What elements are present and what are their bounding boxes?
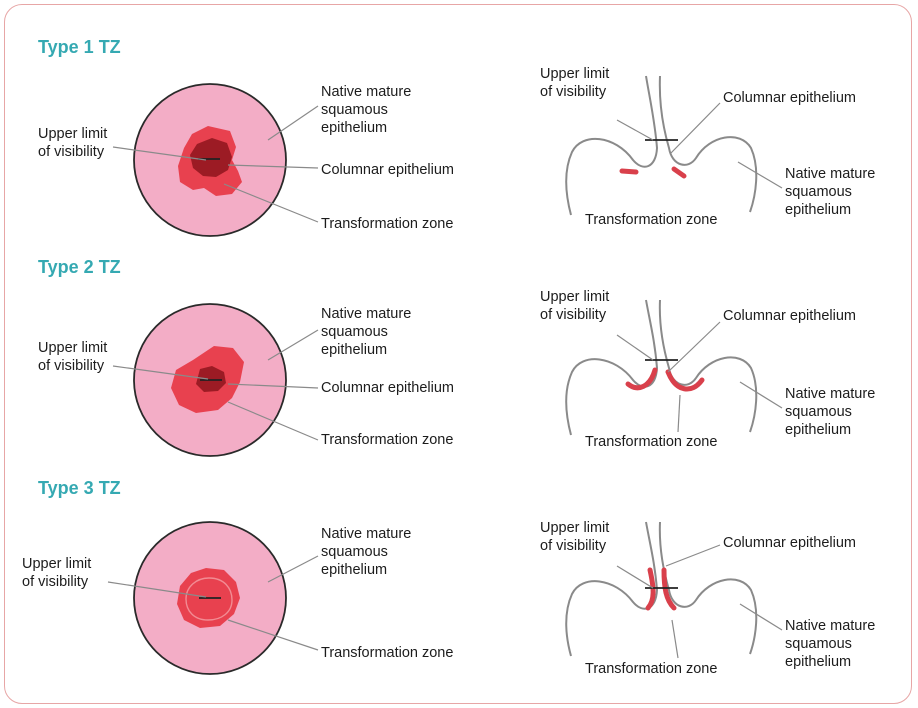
label-transformation-zone: Transformation zone [321,216,453,232]
cervix-face-view [134,84,286,236]
label-columnar-epithelium: Columnar epithelium [723,308,856,324]
leader-line [617,120,653,140]
panel-title: Type 1 TZ [38,37,121,57]
label-upper-limit: Upper limit of visibility [540,520,613,554]
label-transformation-zone: Transformation zone [321,432,453,448]
label-columnar-epithelium: Columnar epithelium [321,162,454,178]
leader-line [670,103,720,154]
cervix-face-view [134,304,286,456]
label-transformation-zone: Transformation zone [585,212,717,228]
leader-line [738,162,782,188]
tz-right-arc [668,372,702,389]
label-native-squamous: Native mature squamous epithelium [785,618,879,670]
label-native-squamous: Native mature squamous epithelium [785,166,879,218]
label-columnar-epithelium: Columnar epithelium [723,90,856,106]
label-columnar-epithelium: Columnar epithelium [723,535,856,551]
leader-line [740,382,782,408]
label-upper-limit: Upper limit of visibility [38,340,111,374]
label-transformation-zone: Transformation zone [585,661,717,677]
panel-title: Type 2 TZ [38,257,121,277]
panel-title: Type 3 TZ [38,478,121,498]
leader-line [617,335,653,360]
label-transformation-zone: Transformation zone [321,645,453,661]
label-native-squamous: Native mature squamous epithelium [321,526,415,578]
label-transformation-zone: Transformation zone [585,434,717,450]
tz-left-arc [622,171,636,172]
tz-left-arc [648,570,653,608]
cervix-face-view [134,522,286,674]
label-native-squamous: Native mature squamous epithelium [321,306,415,358]
label-upper-limit: Upper limit of visibility [38,126,111,160]
panel-type-3: Type 3 TZ Upper limit of visibility Nati… [22,478,879,677]
label-native-squamous: Native mature squamous epithelium [785,386,879,438]
label-upper-limit: Upper limit of visibility [22,556,95,590]
label-upper-limit: Upper limit of visibility [540,289,613,323]
label-upper-limit: Upper limit of visibility [540,66,613,100]
leader-line [672,620,678,658]
label-native-squamous: Native mature squamous epithelium [321,84,415,136]
label-columnar-epithelium: Columnar epithelium [321,380,454,396]
panel-type-1: Type 1 TZ Upper limit of visibility Nati… [38,37,879,236]
leader-line [666,545,720,566]
panel-type-2: Type 2 TZ Upper limit of visibility Nati… [38,257,879,456]
leader-line [740,604,782,630]
leader-line [668,322,720,372]
leader-line [678,395,680,432]
tz-right-arc [674,169,684,176]
